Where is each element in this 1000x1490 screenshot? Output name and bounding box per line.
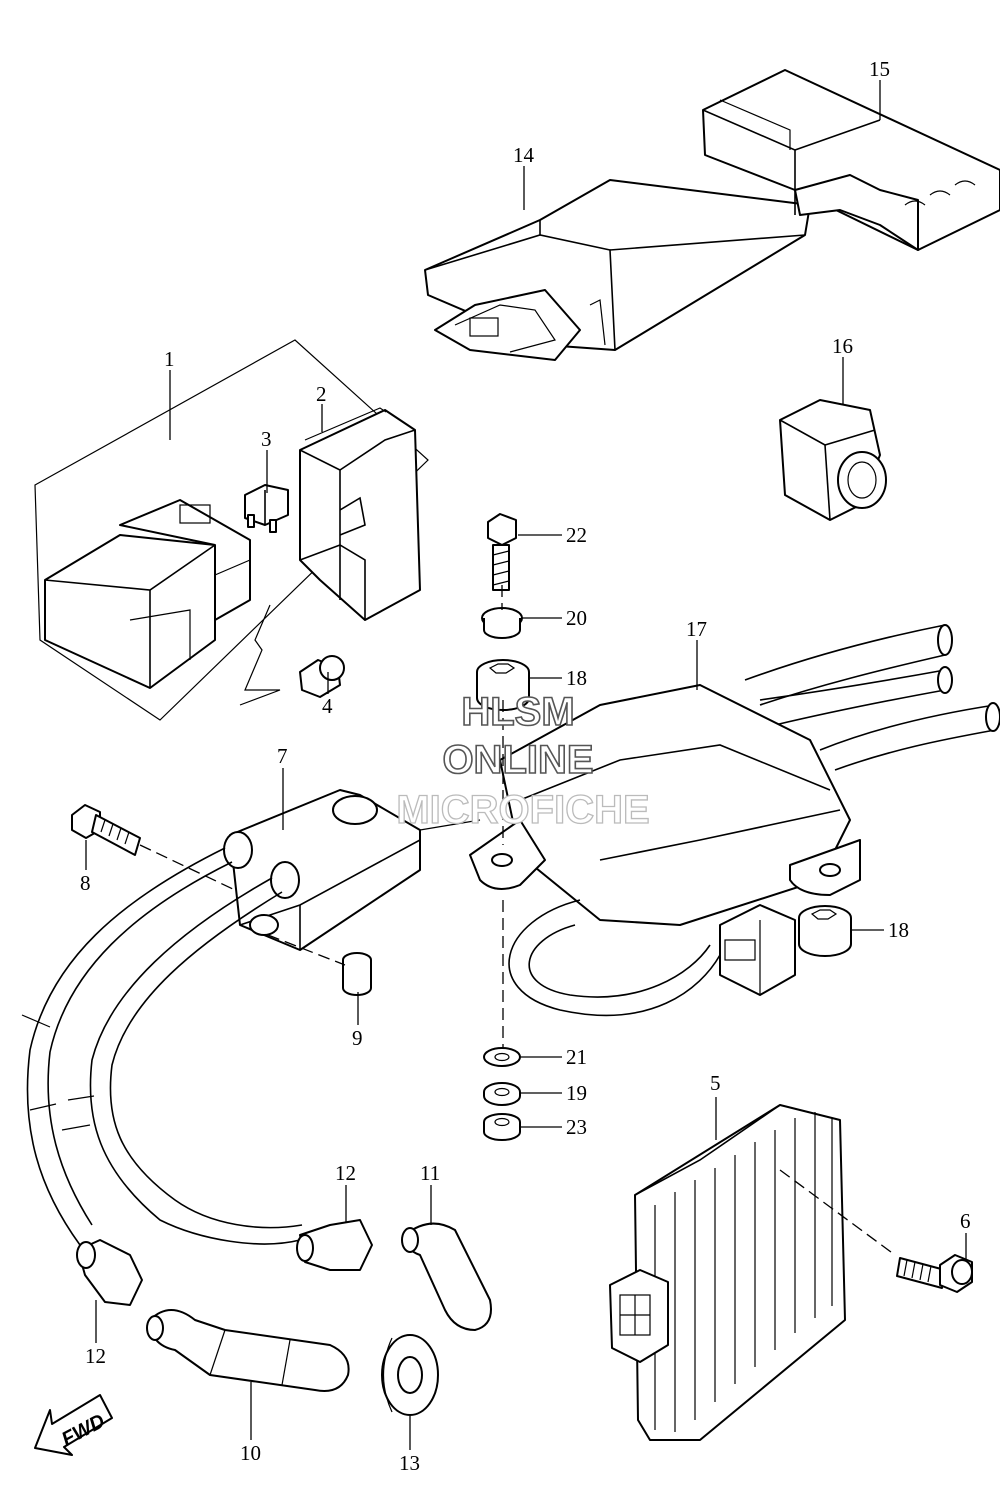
- callout-18-lower: 18: [888, 918, 909, 942]
- leader-lines: [85, 80, 967, 1450]
- part-2-relay-cover: [299, 407, 421, 621]
- callout-12-left: 12: [85, 1344, 106, 1368]
- callout-17: 17: [686, 617, 707, 641]
- callout-3: 3: [261, 427, 272, 451]
- part-6-bolt: [896, 1254, 973, 1293]
- callout-22: 22: [566, 523, 587, 547]
- callout-14: 14: [513, 143, 535, 167]
- part-22-bolt: [487, 513, 517, 591]
- callout-6: 6: [960, 1209, 971, 1233]
- callout-21: 21: [566, 1045, 587, 1069]
- callout-4: 4: [322, 694, 333, 718]
- watermark-line-1: HLSM: [461, 690, 574, 734]
- part-11-plug-cap: [401, 1222, 492, 1331]
- callout-16: 16: [832, 334, 853, 358]
- callout-20: 20: [566, 606, 587, 630]
- callout-19: 19: [566, 1081, 587, 1105]
- callout-7: 7: [277, 744, 288, 768]
- callout-12-right: 12: [335, 1161, 356, 1185]
- part-4-bolt: [299, 655, 345, 698]
- part-9-collar: [342, 952, 372, 996]
- part-14-ecm: [424, 179, 811, 361]
- callout-5: 5: [710, 1071, 721, 1095]
- part-20-collar: [481, 607, 523, 639]
- fwd-direction-arrow: FWD: [34, 1394, 113, 1456]
- part-21-washer: [483, 1047, 521, 1067]
- callout-23: 23: [566, 1115, 587, 1139]
- part-8-bolt: [71, 804, 141, 856]
- callout-10: 10: [240, 1441, 261, 1465]
- part-3-fuse: [244, 484, 289, 533]
- mounting-centerlines: [139, 585, 896, 1256]
- callout-8: 8: [80, 871, 91, 895]
- part-18-grommet-lower: [798, 905, 852, 957]
- callout-labels: 1 2 3 4 5 6 7 8 9 10 11 12 12 13 14 15 1…: [80, 57, 971, 1475]
- watermark-line-3: MICROFICHE: [396, 788, 649, 832]
- watermark: HLSM ONLINE MICROFICHE: [396, 689, 651, 832]
- part-5-regulator: [609, 1104, 846, 1441]
- part-10-plug-cap: [146, 1309, 350, 1392]
- callout-11: 11: [420, 1161, 440, 1185]
- part-17-module: [469, 624, 1000, 1017]
- part-13-grommet: [381, 1334, 439, 1416]
- callout-18-upper: 18: [566, 666, 587, 690]
- watermark-line-2: ONLINE: [442, 738, 593, 782]
- part-12-boot-left: [76, 1239, 143, 1306]
- part-12-boot-right: [296, 1219, 373, 1271]
- callout-2: 2: [316, 382, 327, 406]
- part-23-nut: [483, 1113, 521, 1141]
- part-16-connector: [779, 399, 887, 521]
- callout-13: 13: [399, 1451, 420, 1475]
- part-1-relay-kit: [34, 339, 429, 721]
- part-19-washer: [483, 1082, 521, 1106]
- part-7-ignition-coil: [223, 789, 481, 951]
- part-15-ecm-cover: [702, 69, 1000, 251]
- callout-15: 15: [869, 57, 890, 81]
- high-tension-leads: [21, 847, 303, 1246]
- part-18-grommet-upper: [476, 659, 530, 711]
- callout-1: 1: [164, 347, 175, 371]
- callout-9: 9: [352, 1026, 363, 1050]
